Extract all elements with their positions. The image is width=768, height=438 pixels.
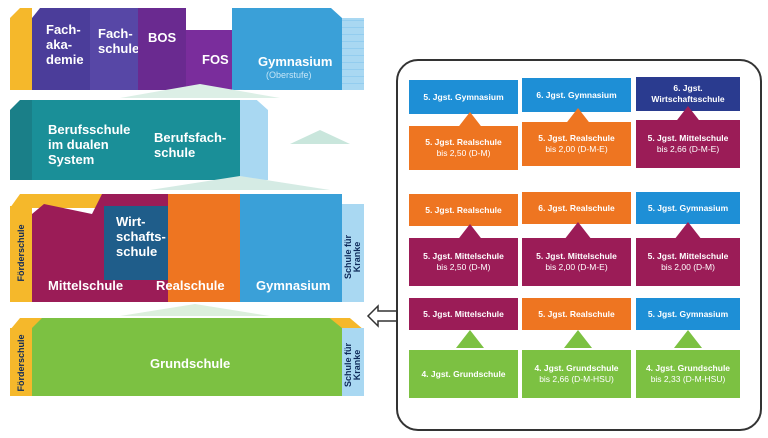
schule-kranke-3-block: Schule für Kranke — [342, 204, 364, 302]
target-r2-c3: 5. Jgst. Gymnasium — [636, 192, 740, 224]
berufsfachschule-block: Berufsfach- schule — [136, 100, 240, 180]
gymnasium-mid-block: Gymnasium — [240, 194, 342, 302]
target-r3-c3: 5. Jgst. Gymnasium — [636, 298, 740, 330]
arrow-r3-c3-icon — [674, 330, 702, 348]
arrow-r3-c2-icon — [564, 330, 592, 348]
fachschule-block: Fach- schule — [90, 8, 140, 90]
fos-block: FOS — [186, 30, 232, 90]
arrow-r1-c2-icon — [564, 108, 592, 126]
grundschule-label: Grundschule — [150, 356, 231, 371]
foerderschule-3-block: Förderschule — [10, 206, 32, 302]
arrow-r1-c3-icon — [674, 106, 702, 124]
arrow-r1-c1-icon — [456, 112, 484, 130]
foerderschule-3-label: Förderschule — [16, 224, 26, 282]
mittelschule-label: Mittelschule — [48, 278, 124, 293]
second-row-left-edge — [10, 100, 32, 180]
fachschule-label: Fach- schule — [98, 26, 140, 56]
schule-kranke-4-label: Schule für Kranke — [343, 343, 362, 388]
pointer-arrow-icon — [366, 304, 396, 328]
fachakademie-block: Fach- aka- demie — [32, 8, 90, 90]
target-r2-c1: 5. Jgst. Realschule — [409, 194, 518, 226]
connector-hill-2 — [290, 130, 350, 144]
fos-top-notch — [186, 8, 232, 30]
connector-hill-4 — [120, 304, 270, 316]
gymnasium-mid-label: Gymnasium — [256, 278, 331, 293]
berufsschule-label: Berufsschule im dualen System — [48, 122, 131, 167]
second-row-right-edge — [240, 100, 268, 180]
realschule-label: Realschule — [156, 278, 225, 293]
bos-label: BOS — [148, 30, 177, 45]
fachakademie-label: Fach- aka- demie — [46, 22, 84, 67]
target-r3-c1: 5. Jgst. Mittelschule — [409, 298, 518, 330]
arrow-r2-c3-icon — [674, 222, 702, 240]
target-r1-c2: 6. Jgst. Gymnasium — [522, 78, 631, 112]
schule-kranke-4-block: Schule für Kranke — [342, 328, 364, 396]
schule-kranke-3-label: Schule für Kranke — [343, 235, 362, 280]
wirtschaftsschule-block: Wirt- schafts- schule — [104, 206, 170, 280]
oberstufe-label: (Oberstufe) — [266, 70, 312, 80]
gymnasium-top-label: Gymnasium — [258, 54, 333, 69]
target-r1-c3: 6. Jgst. Wirtschaftsschule — [636, 77, 740, 111]
target-r2-c2: 6. Jgst. Realschule — [522, 192, 631, 224]
arrow-r3-c1-icon — [456, 330, 484, 348]
top-row-left-edge — [10, 8, 32, 90]
berufsfachschule-label: Berufsfach- schule — [154, 130, 227, 160]
wirtschaftsschule-label: Wirt- schafts- schule — [116, 214, 166, 259]
target-r3-c2: 5. Jgst. Realschule — [522, 298, 631, 330]
top-row-right-edge — [342, 18, 364, 90]
grundschule-block: Grundschule — [32, 318, 342, 396]
foerderschule-4-block: Förderschule — [10, 328, 32, 396]
bos-block: BOS — [138, 8, 186, 90]
berufsschule-block: Berufsschule im dualen System — [32, 100, 136, 180]
foerderschule-4-label: Förderschule — [16, 334, 26, 392]
arrow-r2-c2-icon — [564, 222, 592, 240]
fos-label: FOS — [202, 52, 229, 67]
gymnasium-top-block: Gymnasium (Oberstufe) — [232, 8, 342, 90]
source-r3-c1: 4. Jgst. Grundschule — [409, 350, 518, 398]
realschule-block: Realschule — [156, 194, 240, 302]
arrow-r2-c1-icon — [456, 224, 484, 242]
target-r1-c1: 5. Jgst. Gymnasium — [409, 80, 518, 114]
